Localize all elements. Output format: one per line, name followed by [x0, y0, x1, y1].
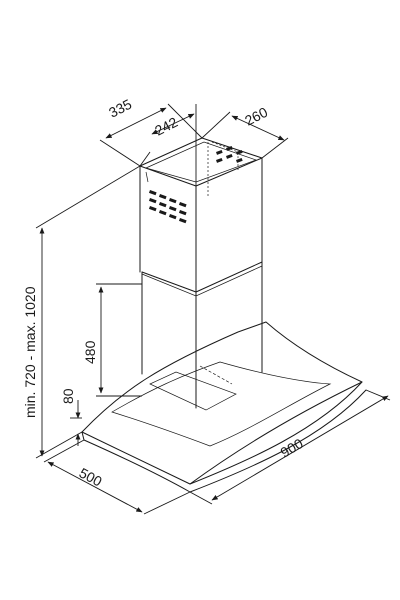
dim-label-480: 480	[82, 340, 98, 364]
dim-label-335: 335	[106, 96, 134, 121]
upper-chimney	[139, 137, 263, 293]
vent-slots	[148, 145, 243, 224]
lower-chimney	[141, 261, 263, 409]
dim-label-260: 260	[242, 104, 270, 129]
dim-label-900: 900	[278, 435, 306, 461]
dimension-lines	[35, 103, 391, 515]
hood-canopy	[81, 321, 367, 493]
dim-label-242: 242	[152, 114, 180, 139]
dim-label-80: 80	[60, 388, 76, 404]
dim-label-500: 500	[77, 465, 105, 490]
dim-label-total-height: min. 720 - max. 1020	[22, 286, 38, 418]
